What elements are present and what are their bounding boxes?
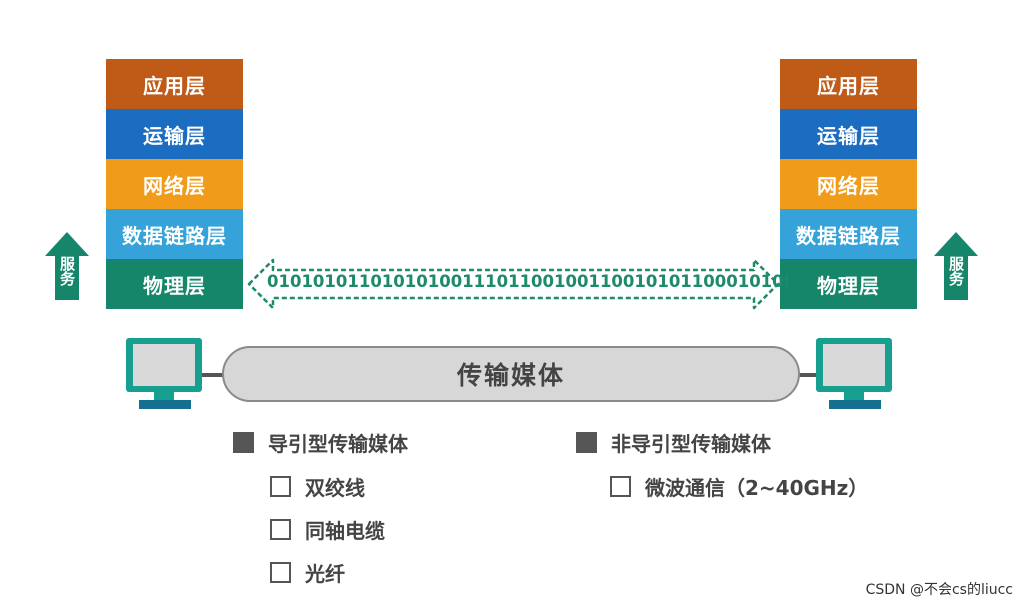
- layer-data-link: 数据链路层: [106, 209, 243, 259]
- cable-right: [798, 373, 816, 377]
- layer-transport: 运输层: [106, 109, 243, 159]
- item-label: 微波通信（2~40GHz）: [645, 476, 869, 500]
- guided-title: 导引型传输媒体: [268, 432, 408, 456]
- checkbox-icon: [270, 476, 291, 497]
- bitstream-arrow: 0101010110101010011101100100110010101100…: [247, 258, 790, 310]
- filled-square-icon: [233, 432, 254, 453]
- double-arrow-icon: [247, 258, 780, 310]
- checkbox-icon: [610, 476, 631, 497]
- service-label: 服务: [947, 256, 965, 286]
- service-arrow-left: 服务: [45, 232, 89, 300]
- layer-network: 网络层: [106, 159, 243, 209]
- unguided-media-heading: 非导引型传输媒体: [576, 428, 771, 457]
- list-item: 微波通信（2~40GHz）: [610, 472, 868, 501]
- list-item: 同轴电缆: [270, 515, 385, 544]
- item-label: 双绞线: [305, 476, 365, 500]
- item-label: 同轴电缆: [305, 519, 385, 543]
- right-protocol-stack: 应用层 运输层 网络层 数据链路层 物理层: [780, 59, 917, 309]
- service-label: 服务: [58, 256, 76, 286]
- up-arrow-icon: [45, 232, 89, 300]
- layer-transport: 运输层: [780, 109, 917, 159]
- service-arrow-right: 服务: [934, 232, 978, 300]
- checkbox-icon: [270, 562, 291, 583]
- layer-application: 应用层: [106, 59, 243, 109]
- list-item: 双绞线: [270, 472, 365, 501]
- computer-icon: [816, 338, 892, 409]
- transmission-medium: 传输媒体: [222, 346, 800, 402]
- unguided-title: 非导引型传输媒体: [611, 432, 771, 456]
- bitstream-text: 0101010110101010011101100100110010101100…: [267, 272, 790, 291]
- list-item: 光纤: [270, 558, 345, 587]
- computer-icon: [126, 338, 202, 409]
- computer-left: [124, 336, 206, 414]
- item-label: 光纤: [305, 562, 345, 586]
- left-protocol-stack: 应用层 运输层 网络层 数据链路层 物理层: [106, 59, 243, 309]
- medium-label: 传输媒体: [456, 361, 565, 390]
- watermark: CSDN @不会cs的liucc: [865, 582, 1013, 598]
- cable-left: [202, 373, 224, 377]
- checkbox-icon: [270, 519, 291, 540]
- guided-media-heading: 导引型传输媒体: [233, 428, 408, 457]
- up-arrow-icon: [934, 232, 978, 300]
- layer-physical: 物理层: [780, 259, 917, 309]
- computer-right: [814, 336, 896, 414]
- layer-network: 网络层: [780, 159, 917, 209]
- layer-physical: 物理层: [106, 259, 243, 309]
- filled-square-icon: [576, 432, 597, 453]
- layer-application: 应用层: [780, 59, 917, 109]
- layer-data-link: 数据链路层: [780, 209, 917, 259]
